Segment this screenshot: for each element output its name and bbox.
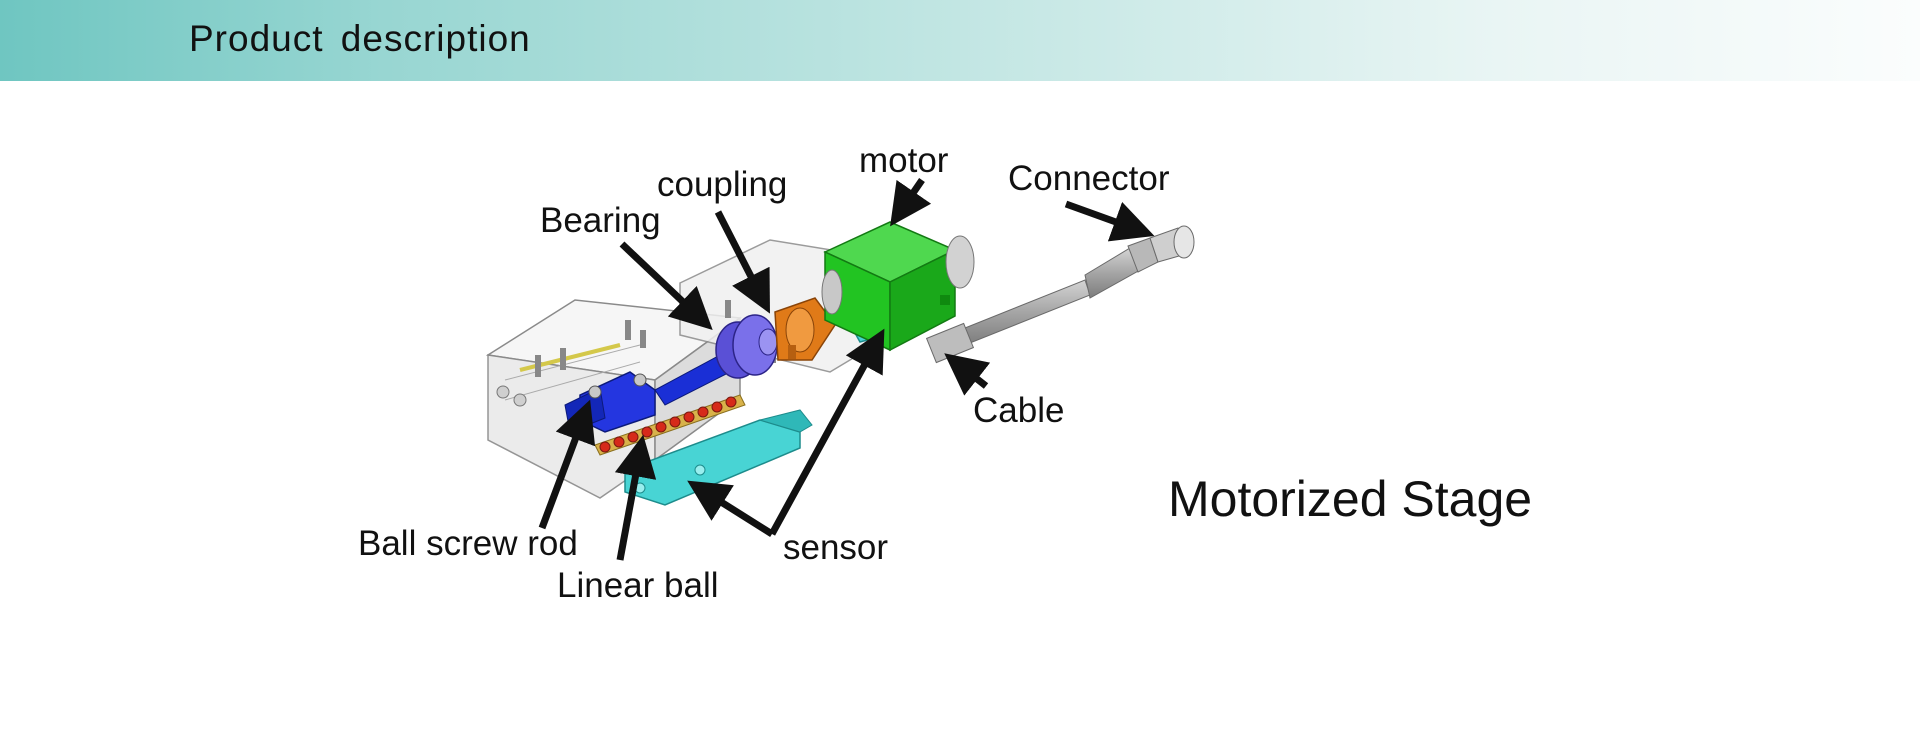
diagram-title: Motorized Stage bbox=[1168, 471, 1533, 527]
leader-arrows bbox=[538, 178, 1155, 561]
coupling-part bbox=[774, 297, 836, 361]
arrow-connector bbox=[1064, 200, 1155, 242]
arrow-ball-screw-rod bbox=[538, 399, 596, 530]
arrow-sensor-lower bbox=[687, 480, 774, 537]
arrow-motor bbox=[890, 178, 932, 227]
label-linear-ball: Linear ball bbox=[557, 566, 719, 605]
arrow-coupling bbox=[714, 210, 770, 314]
label-coupling: coupling bbox=[657, 165, 788, 204]
label-motor: motor bbox=[859, 141, 949, 180]
label-sensor: sensor bbox=[783, 528, 889, 567]
arrow-cable bbox=[944, 353, 991, 396]
label-cable: Cable bbox=[973, 391, 1065, 430]
page-title: Product description bbox=[189, 18, 531, 59]
label-ball-screw-rod: Ball screw rod bbox=[358, 524, 578, 563]
label-connector: Connector bbox=[1008, 159, 1170, 198]
arrow-linear-ball bbox=[614, 434, 657, 561]
label-bearing: Bearing bbox=[540, 201, 661, 240]
cable-and-connector bbox=[925, 225, 1195, 364]
motor-part bbox=[821, 221, 975, 352]
bearing-part bbox=[715, 314, 778, 379]
arrow-sensor-upper bbox=[768, 328, 885, 536]
header-band: Product description bbox=[0, 0, 1920, 81]
arrow-bearing bbox=[619, 241, 713, 331]
